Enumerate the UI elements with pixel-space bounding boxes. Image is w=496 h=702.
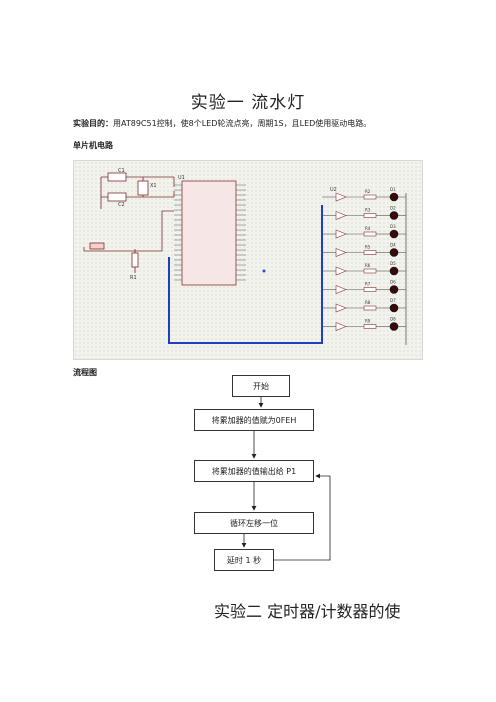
wire-junction [262, 269, 266, 273]
purpose-label: 实验目的： [73, 119, 113, 128]
led-label: D6 [390, 280, 396, 285]
resistor-label: R4 [365, 226, 371, 231]
flow-step-rotate: 循环左移一位 [194, 512, 314, 534]
resistor-label: R9 [365, 319, 371, 324]
resistor-label: R6 [365, 263, 371, 268]
experiment2-title: 实验二 定时器/计数器的使 [214, 602, 401, 621]
led-driver-row: R3 D2 [322, 206, 406, 220]
experiment1-title: 实验一 流水灯 [190, 93, 306, 113]
crystal-label: X1 [150, 183, 157, 189]
buffer-gate [335, 229, 347, 239]
port-bus-wire [168, 205, 323, 344]
led-label: D4 [390, 243, 396, 248]
buffer-gate [335, 248, 347, 257]
buffer-gate [335, 192, 347, 202]
flow-step-init: 将累加器的值赋为0FEH [194, 409, 314, 431]
circuit-heading: 单片机电路 [73, 141, 113, 150]
led-driver-row: R5 D4 [322, 243, 406, 257]
flow-step-output: 将累加器的值输出给 P1 [194, 460, 314, 482]
cap2-label: C2 [118, 202, 125, 208]
led-driver-row: R7 D6 [322, 280, 406, 294]
buffer-gate [335, 303, 347, 313]
experiment-purpose: 实验目的：用AT89C51控制，使8个LED轮流点亮，周期1S，且LED使用驱动… [73, 118, 371, 129]
buffer-gate [335, 211, 347, 220]
purpose-text: 用AT89C51控制，使8个LED轮流点亮，周期1S，且LED使用驱动电路。 [113, 119, 372, 128]
led-driver-row: R6 D5 [322, 261, 406, 276]
led-driver-row: R8 D7 [322, 298, 406, 313]
resistor-label: R2 [365, 189, 371, 194]
mcu-chip [181, 180, 237, 286]
led-label: D3 [390, 224, 396, 229]
led-label: D5 [390, 261, 396, 266]
buffer-gate [335, 266, 347, 276]
flow-step-delay: 延时 1 秒 [214, 549, 274, 571]
led-label: D2 [390, 206, 396, 211]
led-label: D1 [390, 187, 396, 192]
buffer-gate [335, 285, 347, 294]
clock-circuit [83, 172, 175, 273]
resistor-label: R5 [365, 245, 371, 250]
reset-switch [89, 242, 105, 250]
arrow-loop-back [274, 473, 331, 561]
resistor-label: R3 [365, 208, 371, 213]
buffer-label: U2 [330, 187, 337, 193]
led-driver-row: R2 D1 [322, 187, 406, 202]
resistor-label: R7 [365, 282, 371, 287]
led-label: D8 [390, 317, 396, 322]
led-label: D7 [390, 298, 396, 303]
cap1-label: C1 [118, 168, 125, 174]
reset-res-label: R1 [130, 275, 137, 281]
led-driver-row: R9 D8 [322, 317, 406, 331]
chip-label: U1 [178, 175, 185, 181]
led-driver-row: R4 D3 [322, 224, 406, 239]
flow-heading: 流程图 [73, 368, 97, 377]
flow-start: 开始 [232, 375, 290, 397]
buffer-gate [335, 322, 347, 331]
resistor-label: R8 [365, 300, 371, 305]
